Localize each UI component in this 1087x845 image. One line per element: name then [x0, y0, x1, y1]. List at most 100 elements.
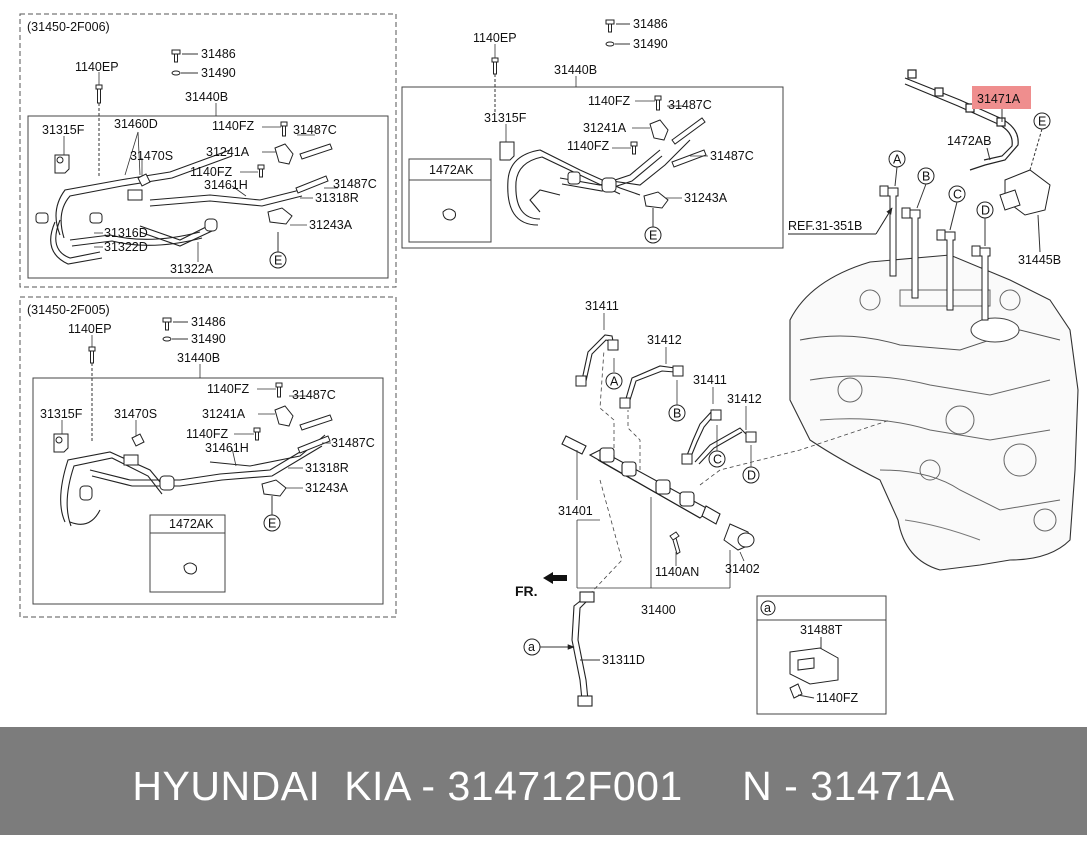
label-31412: 31412: [647, 333, 682, 347]
ref-letter-c-engine: C: [953, 188, 962, 202]
ref-letter-c-center: C: [713, 453, 722, 467]
label-31490: 31490: [201, 66, 236, 80]
highlight-31471a: [972, 86, 1031, 109]
bolt-31486-icon: [171, 49, 181, 76]
ref-letter-b-engine: B: [922, 170, 930, 184]
label-1140ep-3: 1140EP: [473, 31, 517, 45]
label-1140fz-2: 1140FZ: [190, 165, 233, 179]
grommet-1472ak-icon-2: [183, 562, 197, 575]
bracket-31488t-icon: [789, 647, 839, 699]
leaders-2f005: [61, 335, 331, 489]
label-31490-2: 31490: [191, 332, 226, 346]
leaders-top-middle: [494, 44, 708, 199]
label-31486: 31486: [201, 47, 236, 61]
label-31241a-2: 31241A: [202, 407, 246, 421]
pipe-31440b: [60, 434, 326, 527]
bracket-31445b-icon: [999, 169, 1051, 216]
sensor-31470s-icon: [127, 173, 151, 201]
bolt-1140an-icon: [669, 531, 681, 555]
ref-letter-e-4: E: [1038, 115, 1046, 129]
ref-letter-a-small: a: [528, 640, 535, 654]
label-31487c-3: 31487C: [292, 388, 336, 402]
union-31487c-icon: [295, 143, 333, 194]
pipe-31322d: [50, 149, 233, 265]
front-arrow-icon: [543, 572, 567, 584]
bolt-1140ep-icon-3: [491, 57, 499, 75]
label-1140fz-3: 1140FZ: [207, 382, 250, 396]
label-31488t: 31488T: [800, 623, 843, 637]
label-31322d: 31322D: [104, 240, 148, 254]
label-31471a: 31471A: [977, 92, 1021, 106]
label-31460d: 31460D: [114, 117, 158, 131]
return-line-31471a: [904, 69, 1019, 171]
clip-31315f-icon-3: [499, 141, 515, 161]
grommet-1472ak-icon: [442, 208, 456, 221]
part-number-caption: HYUNDAI KIA - 314712F001 N - 31471A: [132, 763, 955, 809]
pressure-regulator-31402-icon: [723, 523, 755, 551]
label-1472ak-2: 1472AK: [169, 517, 214, 531]
label-1140fz-5: 1140FZ: [588, 94, 631, 108]
fitting-31316d-icon: [35, 212, 218, 232]
label-31487c-4: 31487C: [331, 436, 375, 450]
panel-title-2f005: (31450-2F005): [27, 303, 110, 317]
pipe-31311d: [571, 591, 595, 707]
injectors-illustration: [879, 185, 991, 321]
inset-1472ak-top: [408, 158, 492, 243]
ref-letter-d-center: D: [747, 469, 756, 483]
injector-pipes: [581, 334, 751, 465]
label-31315f: 31315F: [42, 123, 85, 137]
label-31487c-6: 31487C: [710, 149, 754, 163]
label-31318r-2: 31318R: [305, 461, 349, 475]
union-31487c-icon-2: [297, 414, 333, 454]
ref-letter-d-engine: D: [981, 204, 990, 218]
label-31241a-3: 31241A: [583, 121, 627, 135]
ref-letter-e: E: [274, 254, 282, 268]
fuel-rail-31401: [561, 435, 721, 525]
bolt-31486-icon-2: [162, 317, 172, 342]
ref-letter-e-2: E: [268, 517, 276, 531]
pipe-31461h: [139, 189, 303, 247]
label-1140fz: 1140FZ: [212, 119, 255, 133]
center-leaders: [576, 313, 752, 589]
label-31490-3: 31490: [633, 37, 668, 51]
bracket-31241a-icon-3: [643, 119, 669, 209]
label-31243a-2: 31243A: [305, 481, 349, 495]
label-31315f-2: 31315F: [40, 407, 83, 421]
label-31461h: 31461H: [204, 178, 248, 192]
label-1140ep: 1140EP: [75, 60, 119, 74]
clip-31315f-icon: [54, 154, 70, 174]
label-1140fz-6: 1140FZ: [567, 139, 610, 153]
bracket-31241a-icon-2: [261, 405, 294, 497]
panel-top-middle: E 1472AK 1140EP 31486 31490 31440B 31315…: [401, 17, 784, 249]
label-31243a: 31243A: [309, 218, 353, 232]
label-31412-2: 31412: [727, 392, 762, 406]
label-31486-2: 31486: [191, 315, 226, 329]
label-31487c-5: 31487C: [668, 98, 712, 112]
label-31411: 31411: [585, 299, 619, 313]
label-31461h-2: 31461H: [205, 441, 249, 455]
label-31487c: 31487C: [293, 123, 337, 137]
fuel-rail-parts-diagram: (31450-2F006): [19, 13, 1079, 715]
pipe-nuts: [575, 339, 757, 465]
sensor-31470s-icon-2: [123, 433, 145, 466]
label-fr-direction: FR.: [515, 583, 538, 599]
label-1140fz-inset: 1140FZ: [816, 691, 859, 705]
label-31440b-3: 31440B: [554, 63, 597, 77]
label-31486-3: 31486: [633, 17, 668, 31]
label-31470s: 31470S: [130, 149, 173, 163]
engine-block-illustration: [789, 254, 1079, 571]
bolt-1140ep-icon-2: [88, 346, 96, 364]
bolt-1140fz-icon-2: [253, 382, 283, 441]
inset-letter-a: a: [764, 601, 771, 615]
panel-title-2f006: (31450-2F006): [27, 20, 110, 34]
label-31401: 31401: [558, 504, 593, 518]
label-31411-2: 31411: [693, 373, 727, 387]
label-31440b-2: 31440B: [177, 351, 220, 365]
fitting-icon-3: [567, 171, 617, 193]
clip-31315f-icon-2: [53, 433, 69, 453]
injector-markers: [888, 150, 994, 246]
ref-letter-e-3: E: [649, 229, 657, 243]
bracket-31241a-icon: [267, 143, 294, 225]
label-1472ab: 1472AB: [947, 134, 991, 148]
label-31487c-2: 31487C: [333, 177, 377, 191]
